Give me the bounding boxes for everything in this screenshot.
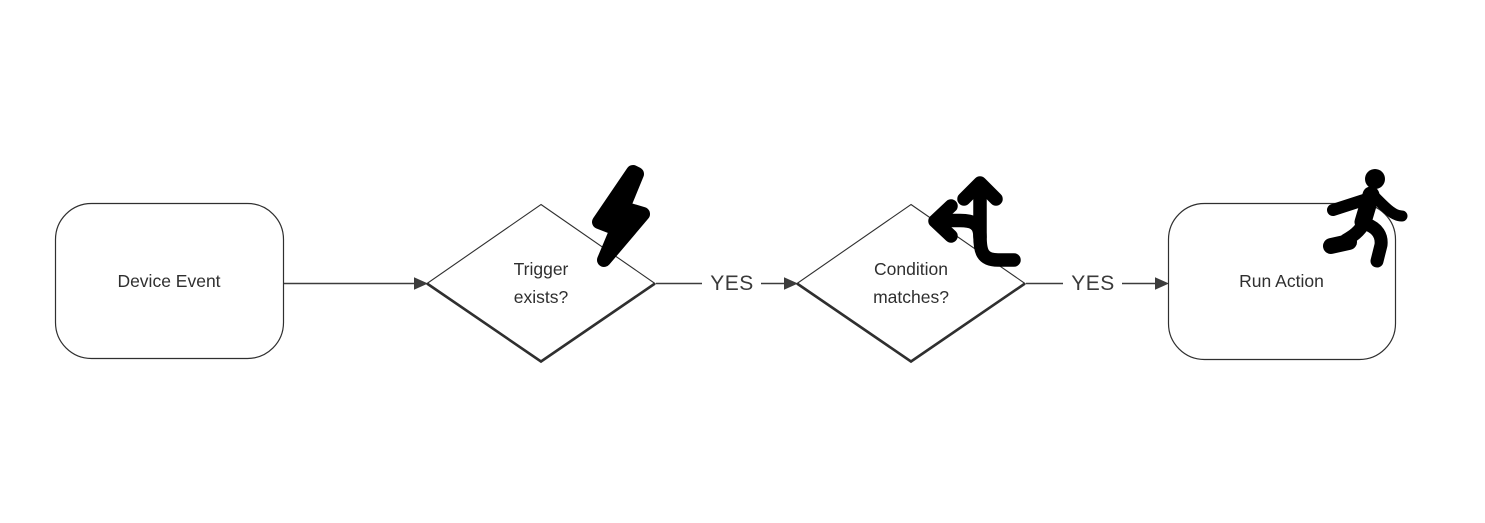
node-condition-matches-shape (796, 203, 1026, 364)
edge-condition-to-run-action (1026, 277, 1169, 290)
split-arrows-icon (928, 176, 1021, 267)
arrowhead-icon (784, 277, 798, 290)
node-trigger-exists-shape (426, 203, 656, 364)
lightning-bolt-icon (592, 165, 650, 267)
edge-device-event-to-trigger (284, 277, 428, 290)
person-running-icon (1323, 169, 1408, 268)
node-device-event-shape (54, 202, 285, 360)
arrowhead-icon (1155, 277, 1169, 290)
edge-trigger-to-condition (656, 277, 798, 290)
arrowhead-icon (414, 277, 428, 290)
